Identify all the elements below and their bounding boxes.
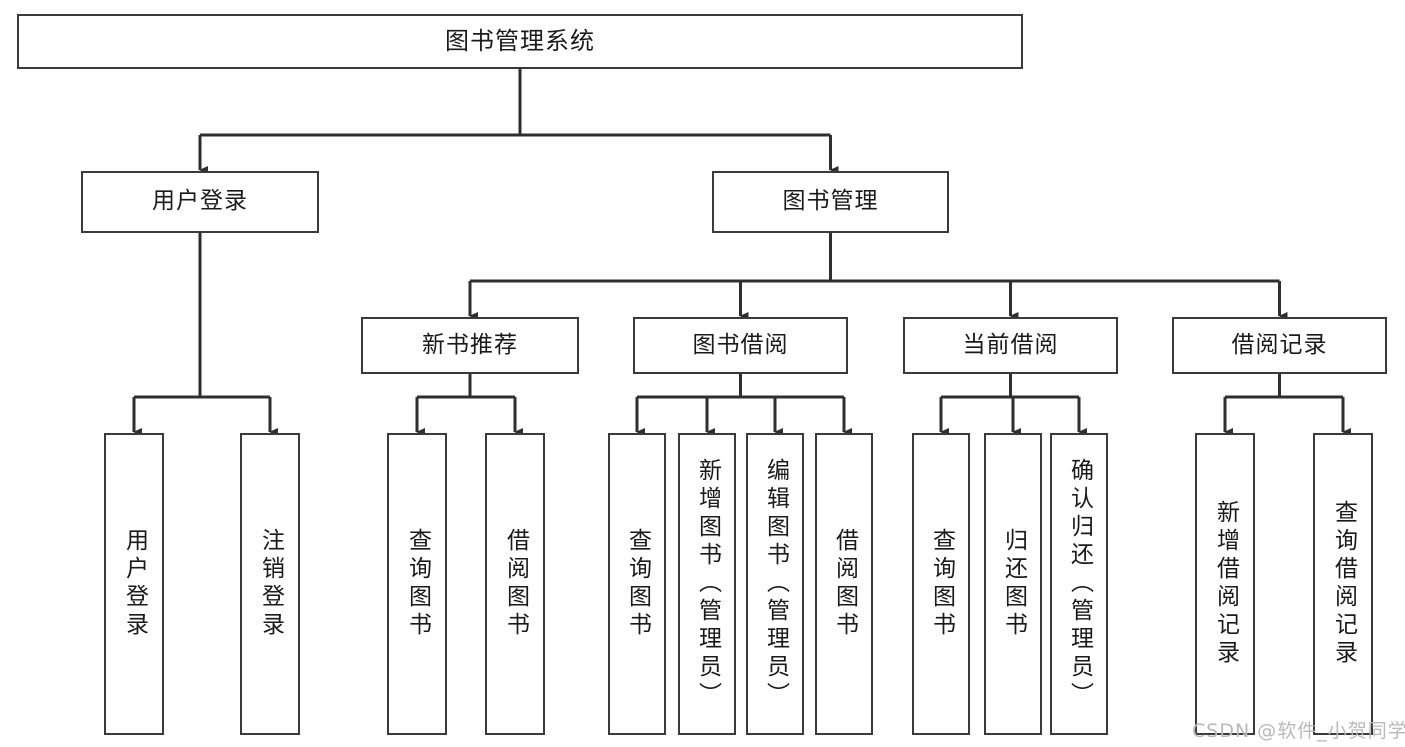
node-label: 当前借阅 [962,331,1059,358]
node-new-book-rec[interactable]: 新书推荐 [361,317,579,374]
node-label: 归还图书 [1000,528,1027,640]
node-leaf-return-book[interactable]: 归还图书 [984,433,1042,735]
node-label: 图书管理系统 [445,27,595,56]
node-leaf-borrow-book-2[interactable]: 借阅图书 [815,433,873,735]
node-book-borrow[interactable]: 图书借阅 [633,317,848,374]
node-leaf-borrow-book-1[interactable]: 借阅图书 [485,433,545,735]
node-leaf-add-book[interactable]: 新增图书（管理员） [678,433,736,735]
node-label: 查询借阅记录 [1330,500,1357,668]
node-leaf-confirm-return[interactable]: 确认归还（管理员） [1050,433,1108,735]
node-label: 查询图书 [928,528,955,640]
node-label: 注销登录 [257,528,284,640]
node-label: 确认归还（管理员） [1066,458,1093,710]
node-label: 图书借阅 [692,331,789,358]
node-label: 用户登录 [121,528,148,640]
node-leaf-query-book-3[interactable]: 查询图书 [912,433,970,735]
node-label: 新增图书（管理员） [694,458,721,710]
node-label: 借阅图书 [502,528,529,640]
node-label: 新书推荐 [422,331,518,358]
node-leaf-query-record[interactable]: 查询借阅记录 [1313,433,1373,735]
node-book-manage[interactable]: 图书管理 [712,171,949,233]
node-leaf-user-logout[interactable]: 注销登录 [240,433,300,735]
node-root[interactable]: 图书管理系统 [17,14,1023,69]
node-leaf-edit-book[interactable]: 编辑图书（管理员） [746,433,804,735]
node-label: 用户登录 [152,188,248,215]
node-label: 借阅记录 [1231,331,1328,358]
node-label: 图书管理 [782,188,879,215]
node-label: 编辑图书（管理员） [762,458,789,710]
node-label: 借阅图书 [831,528,858,640]
node-borrow-record[interactable]: 借阅记录 [1172,317,1387,374]
csdn-watermark: CSDN @软件_小贺同学 [1192,720,1405,742]
node-leaf-user-login[interactable]: 用户登录 [104,433,164,735]
node-leaf-query-book-2[interactable]: 查询图书 [608,433,666,735]
node-leaf-add-record[interactable]: 新增借阅记录 [1195,433,1255,735]
node-label: 新增借阅记录 [1212,500,1239,668]
node-label: 查询图书 [624,528,651,640]
node-leaf-query-book-1[interactable]: 查询图书 [387,433,447,735]
node-current-borrow[interactable]: 当前借阅 [903,317,1118,374]
node-user-login[interactable]: 用户登录 [81,171,319,233]
node-label: 查询图书 [404,528,431,640]
